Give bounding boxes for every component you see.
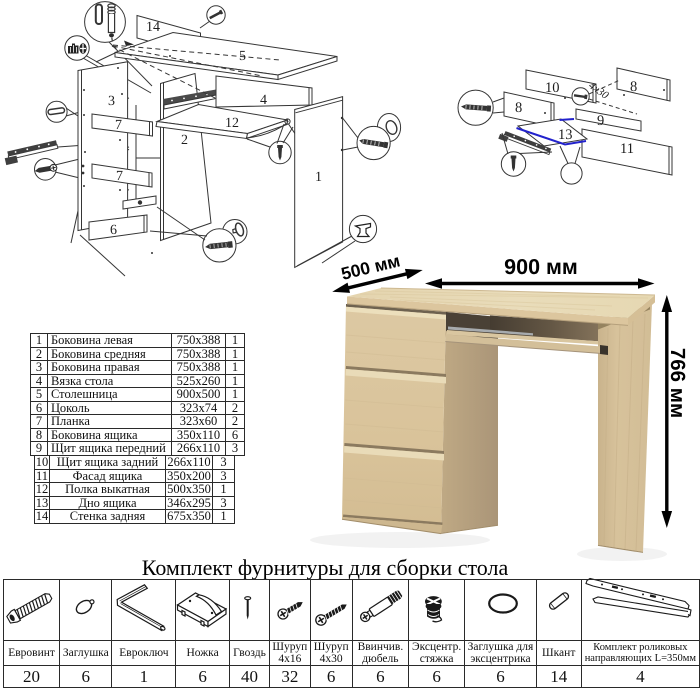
svg-text:9: 9	[597, 113, 604, 129]
svg-text:10: 10	[545, 80, 560, 96]
svg-text:12: 12	[225, 116, 239, 131]
svg-text:5: 5	[239, 49, 246, 64]
svg-text:8: 8	[630, 79, 637, 95]
svg-text:7: 7	[116, 169, 123, 184]
svg-text:2: 2	[181, 133, 188, 148]
svg-text:13: 13	[558, 127, 573, 143]
svg-text:766 мм: 766 мм	[666, 348, 689, 418]
svg-text:1: 1	[315, 170, 322, 185]
svg-text:3: 3	[108, 94, 115, 109]
svg-text:4: 4	[260, 93, 267, 108]
svg-text:8: 8	[515, 100, 522, 116]
svg-text:14: 14	[146, 20, 160, 35]
svg-text:11: 11	[620, 141, 634, 157]
svg-text:900 мм: 900 мм	[504, 255, 578, 279]
svg-text:6: 6	[110, 223, 117, 238]
svg-text:7: 7	[115, 118, 122, 133]
